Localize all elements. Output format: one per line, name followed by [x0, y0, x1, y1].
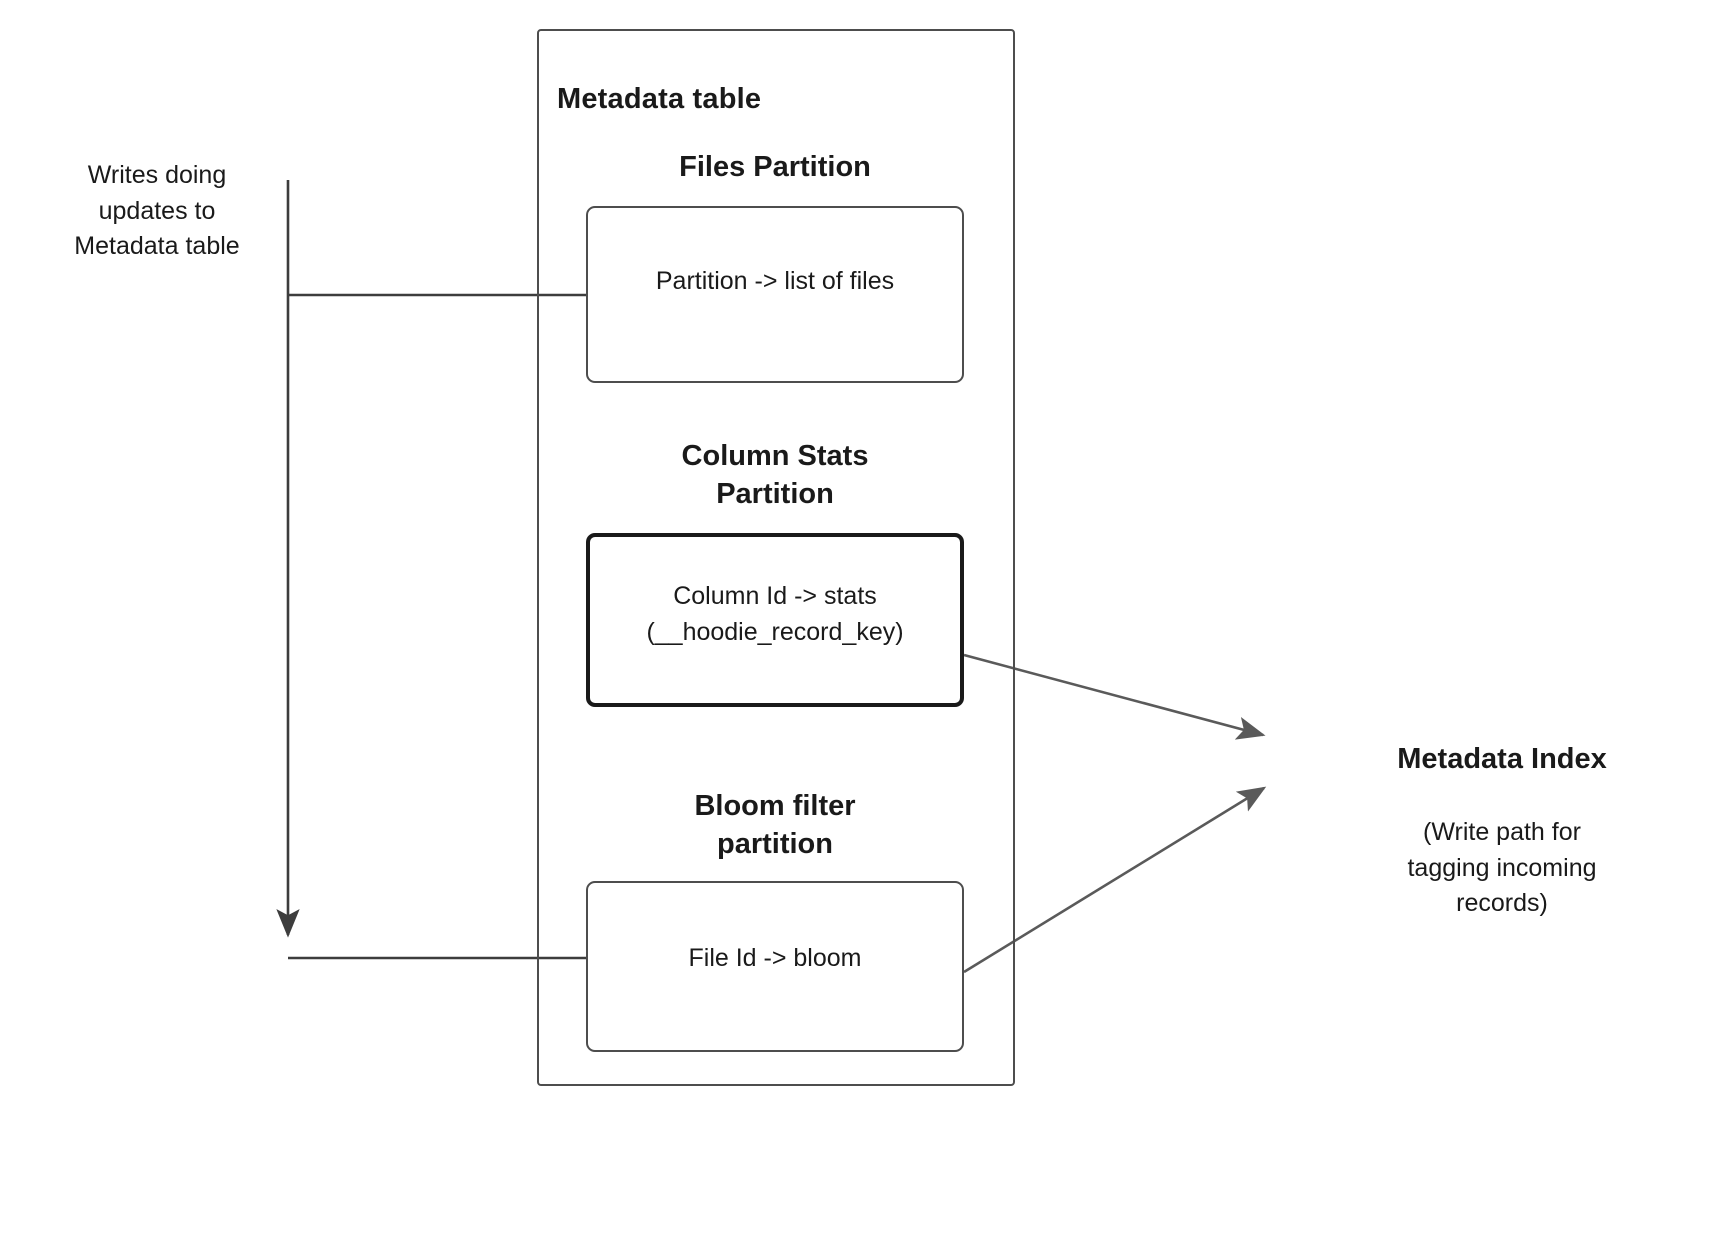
column-stats-partition-heading: Column Stats Partition [681, 440, 869, 511]
column-stats-partition-box[interactable]: Column Id -> stats (__hoodie_record_key) [586, 533, 964, 707]
files-partition-box[interactable]: Partition -> list of files [586, 206, 964, 383]
files-partition-heading: Files Partition [679, 151, 871, 183]
writes-updates-annotation: Writes doing updates to Metadata table [74, 161, 240, 260]
bloom-filter-partition-box[interactable]: File Id -> bloom [586, 881, 964, 1052]
bloom-filter-partition-box-label: File Id -> bloom [688, 944, 862, 972]
metadata-table-container [537, 29, 1015, 1086]
bloom-filter-partition-heading: Bloom filter partition [694, 790, 856, 861]
column-stats-partition-box-label: Column Id -> stats (__hoodie_record_key) [646, 582, 904, 646]
metadata-table-title: Metadata table [557, 83, 762, 115]
metadata-index-caption: (Write path for tagging incoming records… [1407, 818, 1597, 917]
files-partition-box-label: Partition -> list of files [655, 267, 895, 295]
metadata-index-title: Metadata Index [1397, 743, 1607, 775]
